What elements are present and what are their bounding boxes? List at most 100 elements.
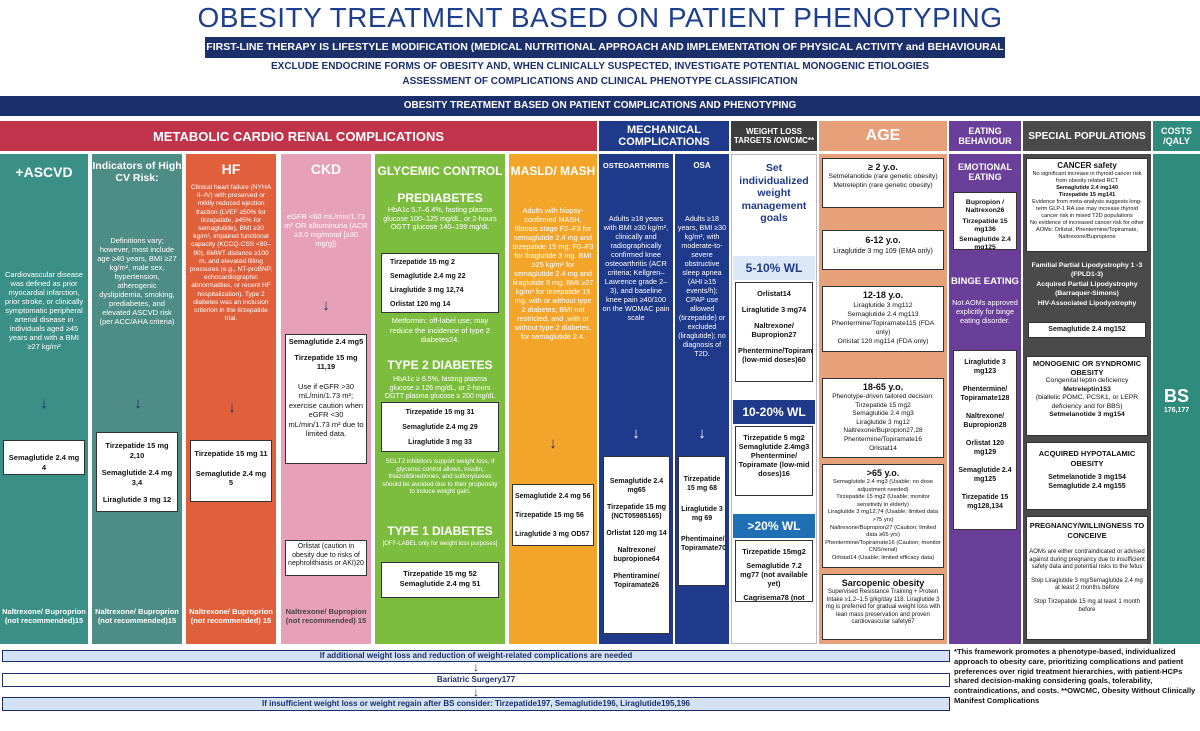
weight-loss-header: WEIGHT LOSS TARGETS /OWCMC** (731, 121, 817, 151)
drug-label: Orlistat14 (757, 289, 791, 298)
t2d-desc: HbA1c ≥ 6.5%, fasting plasma glucose ≥ 1… (384, 376, 496, 400)
emotional-title: EMOTIONAL EATING (958, 162, 1012, 182)
ckd-note: Use if eGFR >30 mL/min/1.73 m²; exercise… (288, 381, 364, 439)
age-item: Naltrexone/Bupropion27,28 (843, 427, 923, 435)
wl-tier2-drugs: Tirzepatide 5 mg2 Semaglutide 2.4mg3 Phe… (735, 426, 813, 496)
hf-column: HF Clinical heart failure (NYHA II–IV) w… (186, 154, 276, 644)
hypo-item: Semaglutide 2.4 mg155 (1048, 483, 1126, 490)
ckd-orlistat: Orlistat (caution in obesity due to risk… (285, 540, 367, 576)
age-item: Orlistat 120 mg114 (FDA only) (837, 338, 929, 345)
masld-column: MASLD/ MASH Adults with biopsy-confirmed… (509, 154, 597, 644)
drug-label: Tirzepatide 15 mg (NCT05985165) (606, 504, 666, 520)
framework-note: *This framework promotes a phenotype-bas… (954, 647, 1196, 705)
monogenic-box: MONOGENIC OR SYNDROMIC OBESITY Congenita… (1026, 356, 1148, 436)
sarcopenic-title: Sarcopenic obesity (841, 578, 925, 588)
arrow-down-icon: ↓ (134, 396, 142, 411)
age-6-12: 6-12 y.o. Liraglutide 3 mg 109 (EMA only… (822, 230, 944, 270)
sarcopenic-desc: Supervised Resistance Training + Protein… (825, 589, 941, 626)
age-2plus: ≥ 2 y.o. Setmelanotide (rare genetic obe… (822, 158, 944, 208)
drug-label: Liraglutide 3 mg 12,74 (390, 287, 464, 294)
highcv-drugs: Tirzepatide 15 mg 2,10 Semaglutide 2.4 m… (96, 432, 178, 512)
drug-label: Naltrexone/ Bupropion27 (751, 321, 797, 339)
sarcopenic-box: Sarcopenic obesity Supervised Resistance… (822, 574, 944, 640)
special-header: SPECIAL POPULATIONS (1023, 121, 1151, 151)
drug-label: Tirzepatide 15 mg 31 (405, 409, 475, 416)
highcv-column: Indicators of High CV Risk: Definitions … (92, 154, 182, 644)
hf-title: HF (221, 161, 241, 177)
age-item: Tirzepatide 15 mg2 (855, 401, 911, 409)
drug-label: Phentermine/ Topiramate (low-mid doses)1… (738, 451, 810, 478)
assessment-line: ASSESSMENT OF COMPLICATIONS AND CLINICAL… (402, 76, 798, 87)
oa-drugs: Semaglutide 2.4 mg65 Tirzepatide 15 mg (… (603, 456, 670, 634)
drug-label: Semaglutide 7.2 mg77 (not available yet) (740, 561, 808, 588)
wl-tier3-drugs: Tirzepatide 15mg2 Semaglutide 7.2 mg77 (… (735, 540, 813, 602)
drug-label: Semaglutide 2.4 mg 56 (515, 493, 591, 500)
post-bs-line: If insufficient weight loss or weight re… (2, 697, 950, 711)
drug-label: Naltrexone/ Bupropion28 (963, 413, 1007, 429)
masld-drugs: Semaglutide 2.4 mg 56 Tirzepatide 15 mg … (512, 484, 594, 546)
osa-title: OSA (693, 160, 711, 170)
drug-label: Tirzepatide 15 mg 2 (390, 259, 455, 266)
drug-label: Orlistat 120 mg129 (965, 440, 1005, 456)
drug-label: Orlistat 120 mg 14 (606, 530, 667, 537)
age-item: Orlistat14 (Usable; limited efficacy dat… (831, 554, 935, 561)
drug-label: Tirzepatide 5 mg2 (743, 433, 805, 442)
drug-label: Phentermine/Topiramate (low-mid doses)60 (738, 346, 813, 364)
hf-desc: Clinical heart failure (NYHA II–IV) with… (189, 184, 273, 323)
age-item: Semaglutide 2.4 mg3 (Usable; no dose adj… (832, 479, 934, 493)
glycemic-title: GLYCEMIC CONTROL (377, 164, 503, 178)
mono-item: Metreleptin153 (1063, 385, 1111, 393)
age-item: Orlistat14 (869, 444, 897, 452)
hf-drugs: Tirzepatide 15 mg 11 Semaglutide 2.4 mg … (190, 440, 272, 502)
main-banner: OBESITY TREATMENT BASED ON PATIENT COMPL… (0, 96, 1200, 116)
cancer-box: CANCER safety No significant increase in… (1026, 158, 1148, 252)
lipo-item: HIV-Associated Lipodystrophy (1037, 300, 1137, 308)
t1d-title: TYPE 1 DIABETES (387, 524, 493, 538)
age-item: Naltrexone/Bupropion27 (Caution; limited… (829, 524, 936, 539)
prediabetes-desc: HbA1c 5.7–6.4%, fasting plasma glucose 1… (383, 205, 497, 232)
drug-label: Tirzepatide 15 mg 11 (194, 449, 268, 458)
ckd-drugs: Semaglutide 2.4 mg5 Tirzepatide 15 mg 11… (285, 334, 367, 464)
age-item: Semaglutide 2.4 mg113 (847, 311, 919, 318)
mono-item: Congenital leptin deficiency (1045, 377, 1129, 384)
oa-desc: Adults ≥18 years with BMI ≥30 kg/m², cli… (602, 214, 670, 322)
additional-loss-line: If additional weight loss and reduction … (2, 650, 950, 662)
highcv-desc: Definitions vary; however, most include … (97, 236, 177, 326)
drug-label: Semaglutide 2.4 mg 29 (402, 424, 478, 431)
drug-label: Cagrisema78 (not available yet) (743, 593, 805, 602)
ckd-title: CKD (310, 161, 342, 177)
t2d-title: TYPE 2 DIABETES (387, 358, 493, 372)
emotional-drugs: Bupropion / Naltrexon26 Tirzepatide 15 m… (953, 192, 1017, 250)
drug-label: Liraglutide 3 mg 69 (681, 506, 723, 522)
osa-desc: Adults ≥18 years, BMI ≥30 kg/m², with mo… (677, 214, 727, 358)
metabolic-header: METABOLIC CARDIO RENAL COMPLICATIONS (0, 121, 597, 151)
age-item: Liraglutide 3 mg112 (853, 302, 913, 309)
wl-tier2: 10-20% WL (733, 400, 815, 424)
age-item: Setmelanotide (rare genetic obesity) (828, 173, 938, 180)
t1d-drugs: Tirzepatide 15 mg 52 Semaglutide 2.4 mg … (381, 562, 499, 598)
drug-label: Semaglutide 2.4 mg 22 (390, 273, 466, 280)
arrow-down-icon: ↓ (473, 686, 479, 698)
prediabetes-title: PREDIABETES (397, 191, 483, 205)
cancer-item: No evidence of increased cancer risk for… (1029, 220, 1145, 240)
ckd-foot: Naltrexone/ Bupropion (not recommended) … (285, 608, 367, 625)
age-65plus: >65 y.o. Semaglutide 2.4 mg3 (Usable; no… (822, 464, 944, 568)
drug-label: Phentermine/ Topiramate128 (960, 386, 1010, 402)
ascvd-column: +ASCVD Cardiovascular disease was define… (0, 154, 88, 644)
cancer-item: Tirzepatide 15 mg141 (1058, 192, 1116, 198)
bs-label: BS (1163, 386, 1189, 406)
wl-tier3: >20% WL (733, 514, 815, 538)
drug-label: Semaglutide 2.4 mg 5 (195, 468, 267, 488)
drug-label: Tirzepatide 15 mg 2,10 (105, 441, 169, 460)
age-item: Phentermine/Topiramate16 (843, 435, 923, 443)
arrow-down-icon: ↓ (40, 396, 48, 411)
costs-header: COSTS /QALY (1153, 121, 1200, 151)
ckd-desc: eGFR <60 mL/min/1.73 m² OR albuminuria (… (284, 212, 368, 248)
wl-tier1-drugs: Orlistat14 Liraglutide 3 mg74 Naltrexone… (735, 282, 813, 382)
age-item: Metreleptin (rare genetic obesity) (833, 181, 933, 189)
age-item: Liraglutide 3 mg12 (856, 418, 910, 426)
age-item: Phentermine/Topiramate16 (Caution; monit… (825, 539, 941, 554)
bs-ref: 176,177 (1163, 407, 1190, 414)
drug-label: Liraglutide 3 mg74 (741, 305, 807, 314)
age-6-12-title: 6-12 y.o. (865, 235, 901, 245)
